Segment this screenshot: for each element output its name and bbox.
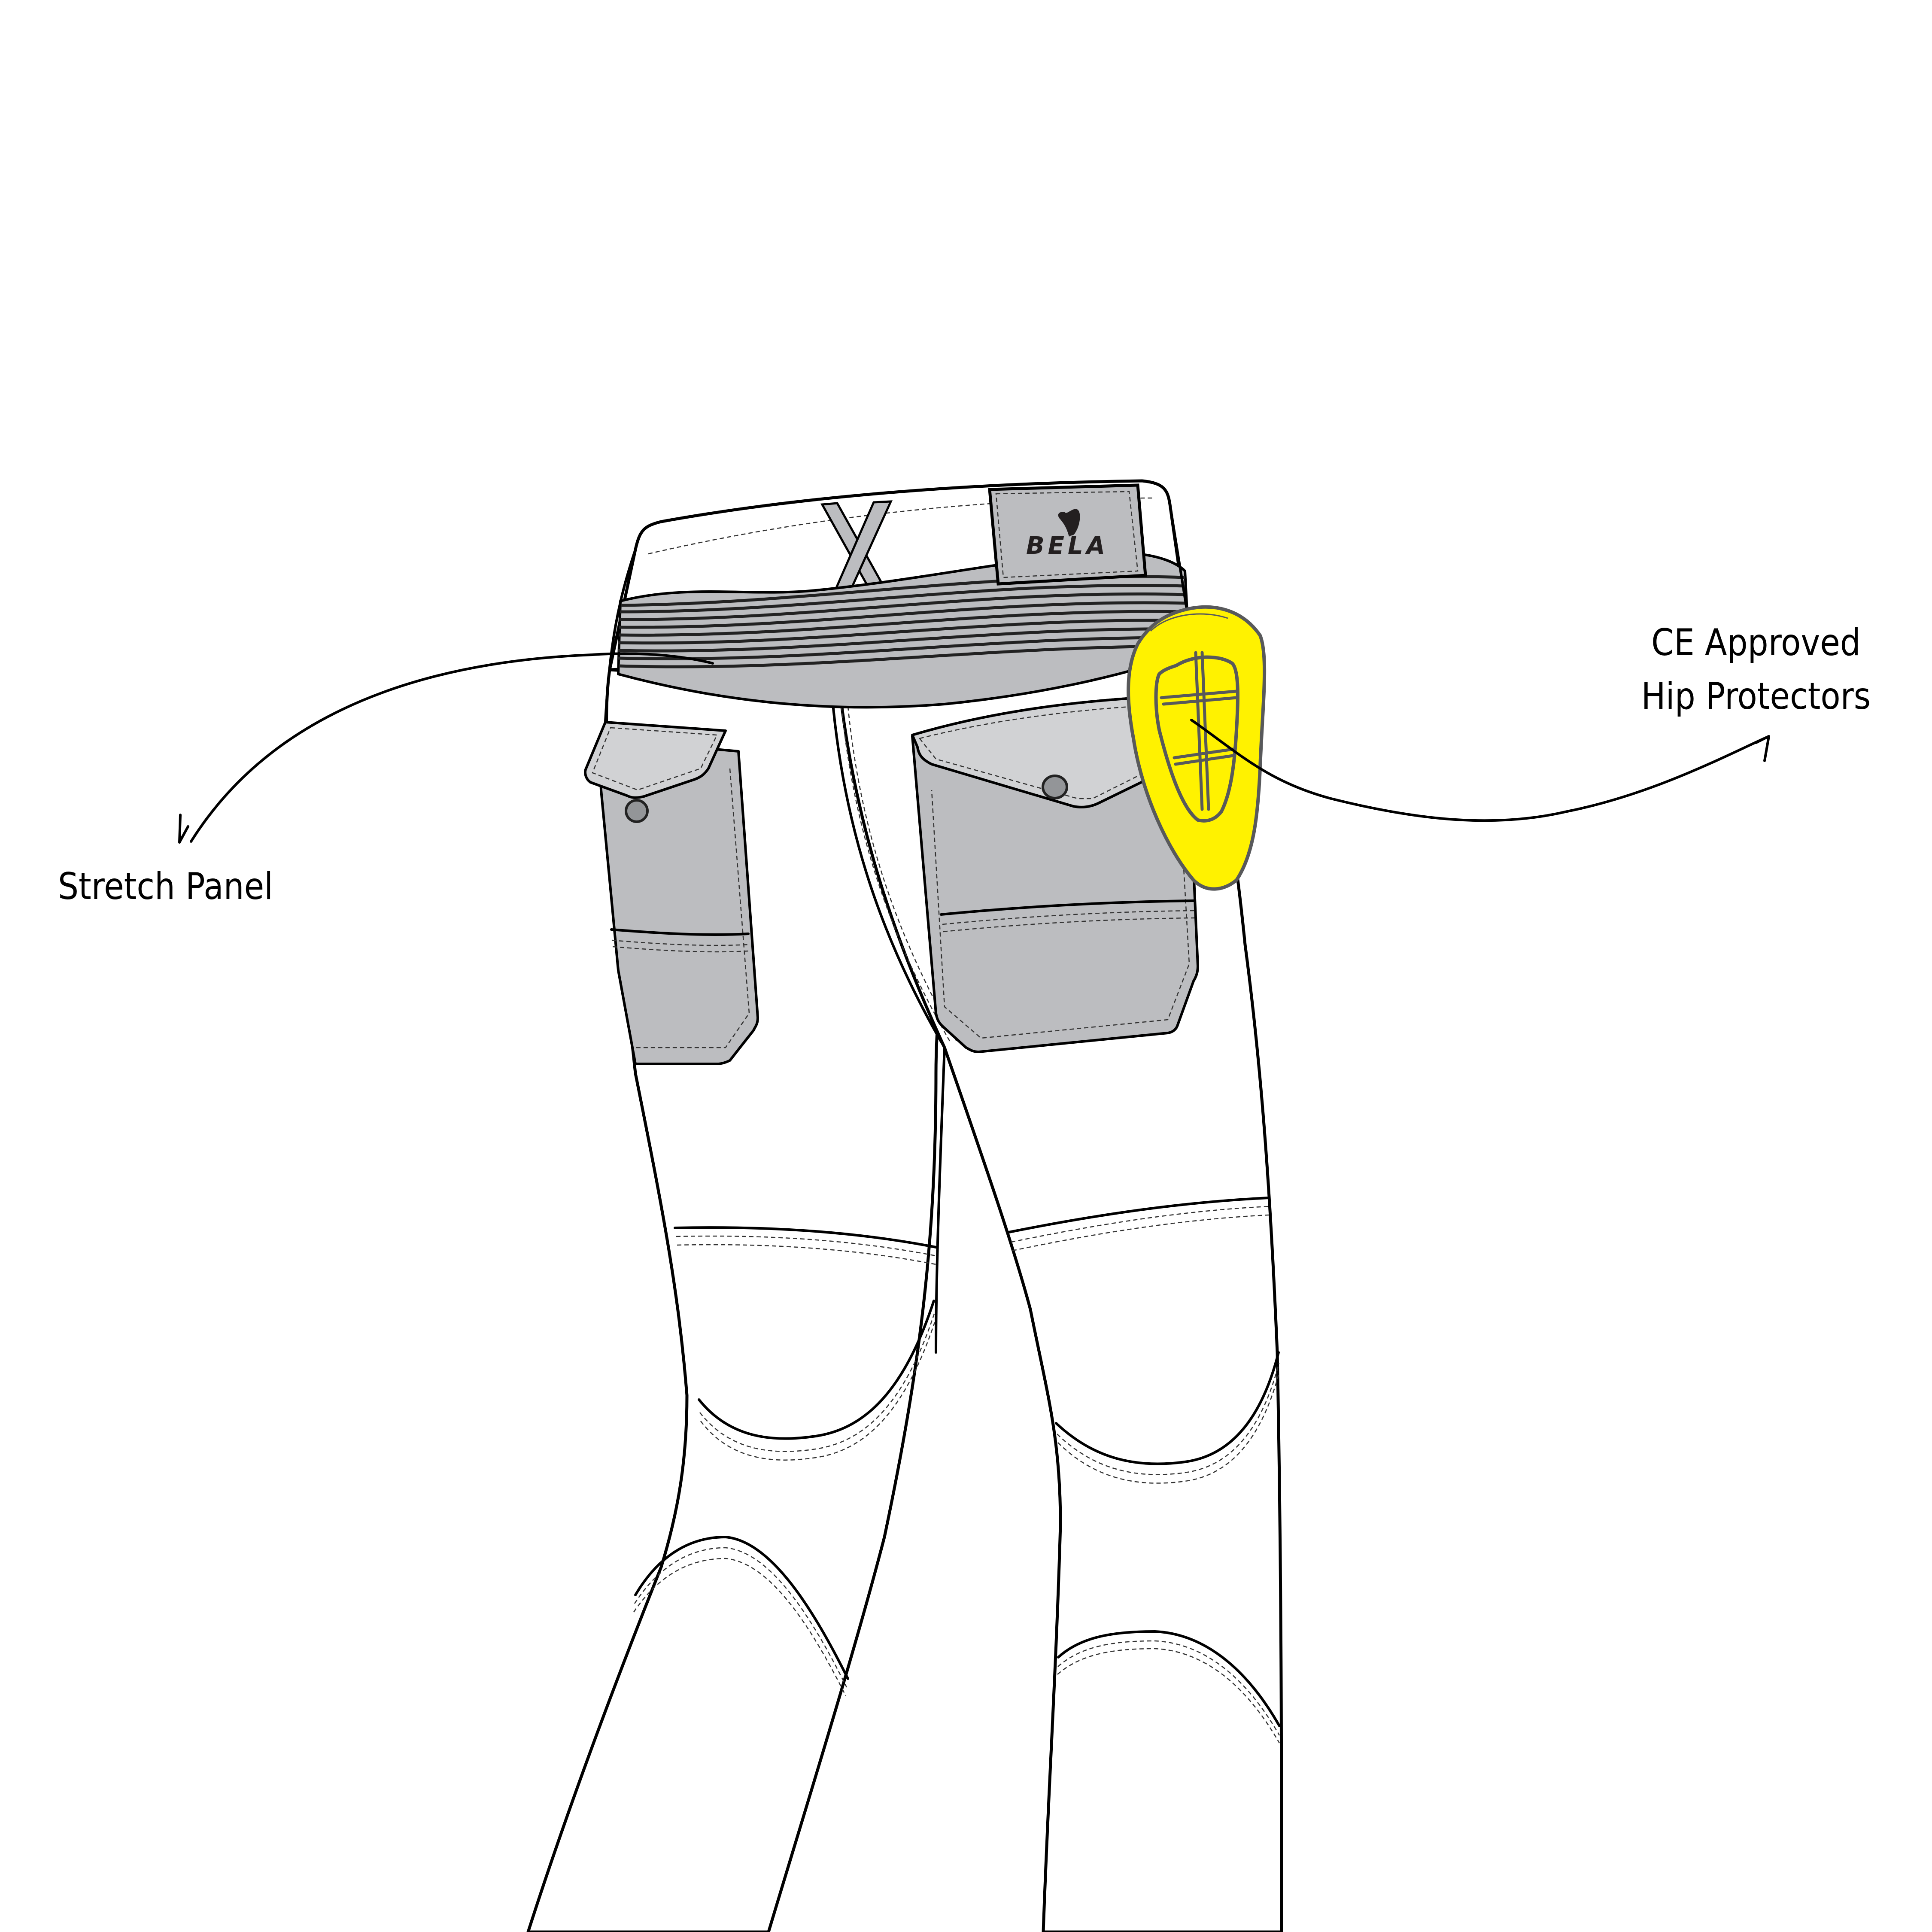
brand-logo-text: BELA [1026,532,1109,560]
right-pocket-snap-button [1042,775,1068,799]
stretch-panel-label: Stretch Panel [58,865,273,908]
left-pocket-snap-button [625,799,649,823]
right-cargo-pocket [911,694,1199,1053]
hip-protector-icon [1127,605,1267,891]
left-knee-panel [674,1226,937,1461]
hip-protectors-label-line1: CE Approved [1651,621,1861,664]
right-shin-panel [1057,1630,1281,1744]
hip-protectors-label-line2: Hip Protectors [1641,675,1871,718]
hip-protector-callout-arrow [1190,719,1770,822]
center-back-seam [832,703,946,1049]
stretch-panel-callout-arrow [178,652,714,844]
bear-logo-icon [1058,509,1080,537]
left-shin-panel [633,1535,849,1696]
hip-protectors-label: CE Approved Hip Protectors [1597,616,1914,723]
right-knee-panel [1008,1197,1280,1484]
brand-patch: BELA [988,483,1147,586]
left-cargo-pocket [584,721,759,1065]
